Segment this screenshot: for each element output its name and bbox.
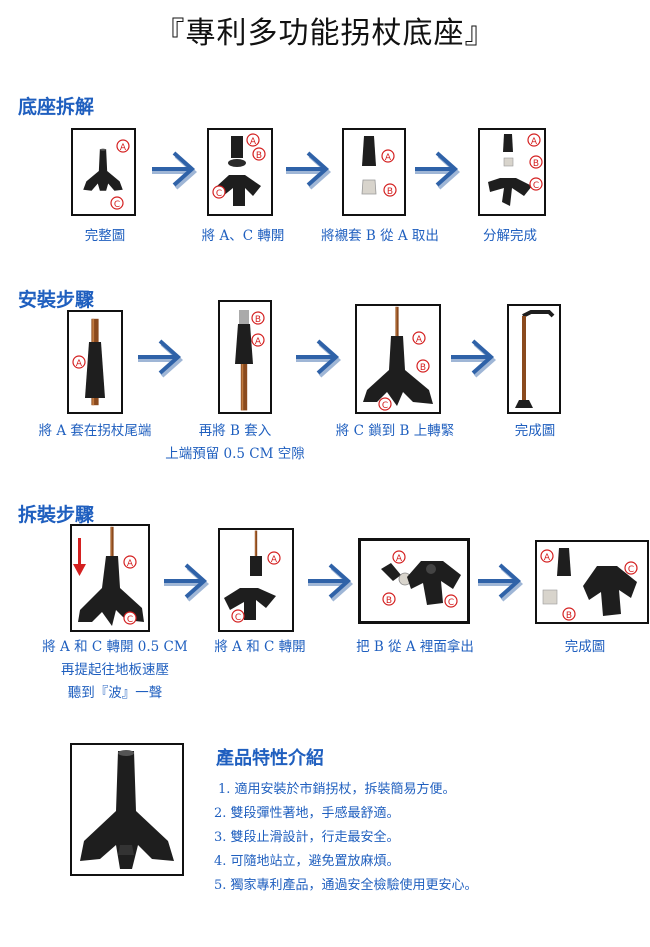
arrow-right-icon xyxy=(413,150,463,190)
caption: 再提起往地板速壓 xyxy=(61,662,169,678)
svg-text:C: C xyxy=(628,565,634,575)
svg-text:A: A xyxy=(396,554,403,564)
photo-b-inserted: B A xyxy=(218,300,272,414)
svg-text:A: A xyxy=(76,359,83,369)
section-heading-removal: 拆裝步驟 xyxy=(18,504,95,526)
marker-c: C xyxy=(114,200,120,210)
svg-text:C: C xyxy=(216,189,222,199)
svg-text:A: A xyxy=(271,555,278,565)
feature-item: 2. 雙段彈性著地，手感最舒適。 xyxy=(214,806,400,821)
section-heading-install: 安裝步驟 xyxy=(18,289,95,311)
svg-text:B: B xyxy=(255,315,261,325)
caption: 聽到『波』一聲 xyxy=(67,685,163,701)
arrow-right-icon xyxy=(294,338,344,378)
svg-text:A: A xyxy=(416,335,423,345)
feature-item: 4. 可隨地站立，避免置放麻煩。 xyxy=(214,854,400,869)
caption: 將 A、C 轉開 xyxy=(201,228,285,244)
photo-unscrew-ac: A B C xyxy=(207,128,273,216)
arrow-right-icon xyxy=(162,562,212,602)
arrow-right-icon xyxy=(306,562,356,602)
svg-text:A: A xyxy=(544,553,551,563)
photo-remove-bushing: A B xyxy=(342,128,406,216)
svg-text:A: A xyxy=(531,137,538,147)
feature-list: 1. 適用安裝於市銷拐杖，拆裝簡易方便。 2. 雙段彈性著地，手感最舒適。 3.… xyxy=(214,778,634,898)
photo-complete-base: A C xyxy=(71,128,136,216)
svg-text:A: A xyxy=(385,153,392,163)
svg-text:B: B xyxy=(387,187,393,197)
feature-item: 3. 雙段止滑設計，行走最安全。 xyxy=(214,830,400,845)
photo-a-on-cane: A xyxy=(67,310,123,414)
svg-text:B: B xyxy=(566,611,572,621)
arrow-right-icon xyxy=(150,150,200,190)
svg-text:B: B xyxy=(386,596,392,606)
feature-item: 1. 適用安裝於市銷拐杖，拆裝簡易方便。 xyxy=(218,782,456,797)
svg-text:B: B xyxy=(256,151,262,161)
caption: 完整圖 xyxy=(84,228,126,244)
arrow-right-icon xyxy=(476,562,526,602)
svg-text:C: C xyxy=(382,401,388,411)
photo-install-complete xyxy=(507,304,561,414)
caption: 將 A 套在拐杖尾端 xyxy=(38,423,152,439)
caption: 把 B 從 A 裡面拿出 xyxy=(356,639,474,655)
svg-text:C: C xyxy=(533,181,539,191)
caption: 完成圖 xyxy=(514,423,556,439)
photo-remove-b: A B C xyxy=(358,538,470,624)
photo-press-down: A C xyxy=(70,524,150,632)
caption: 上端預留 0.5 CM 空隙 xyxy=(165,446,305,462)
photo-disassembled: A B C xyxy=(478,128,546,216)
arrow-right-icon xyxy=(284,150,334,190)
svg-text:C: C xyxy=(235,613,241,623)
photo-removal-complete: A C B xyxy=(535,540,649,624)
svg-text:A: A xyxy=(255,337,262,347)
svg-text:B: B xyxy=(533,159,539,169)
photo-unscrew-ac-2: A C xyxy=(218,528,294,632)
caption: 將襯套 B 從 A 取出 xyxy=(321,228,439,244)
caption: 將 C 鎖到 B 上轉緊 xyxy=(335,423,455,439)
section-heading-disassembly: 底座拆解 xyxy=(18,96,95,118)
svg-text:A: A xyxy=(250,137,257,147)
svg-text:A: A xyxy=(127,559,134,569)
photo-c-screwed: A B C xyxy=(355,304,441,414)
svg-text:B: B xyxy=(420,363,426,373)
caption: 將 A 和 C 轉開 0.5 CM xyxy=(42,639,188,655)
photo-product xyxy=(70,743,184,876)
features-heading: 產品特性介紹 xyxy=(216,748,324,769)
svg-text:C: C xyxy=(127,615,133,625)
arrow-right-icon xyxy=(136,338,186,378)
caption: 將 A 和 C 轉開 xyxy=(214,639,306,655)
svg-text:C: C xyxy=(448,598,454,608)
caption: 再將 B 套入 xyxy=(198,423,272,439)
caption: 分解完成 xyxy=(483,228,537,244)
arrow-right-icon xyxy=(449,338,499,378)
marker-a: A xyxy=(120,143,127,153)
feature-item: 5. 獨家專利產品，通過安全檢驗使用更安心。 xyxy=(214,878,478,893)
page-title: 『專利多功能拐杖底座』 xyxy=(154,16,496,51)
caption: 完成圖 xyxy=(564,639,606,655)
